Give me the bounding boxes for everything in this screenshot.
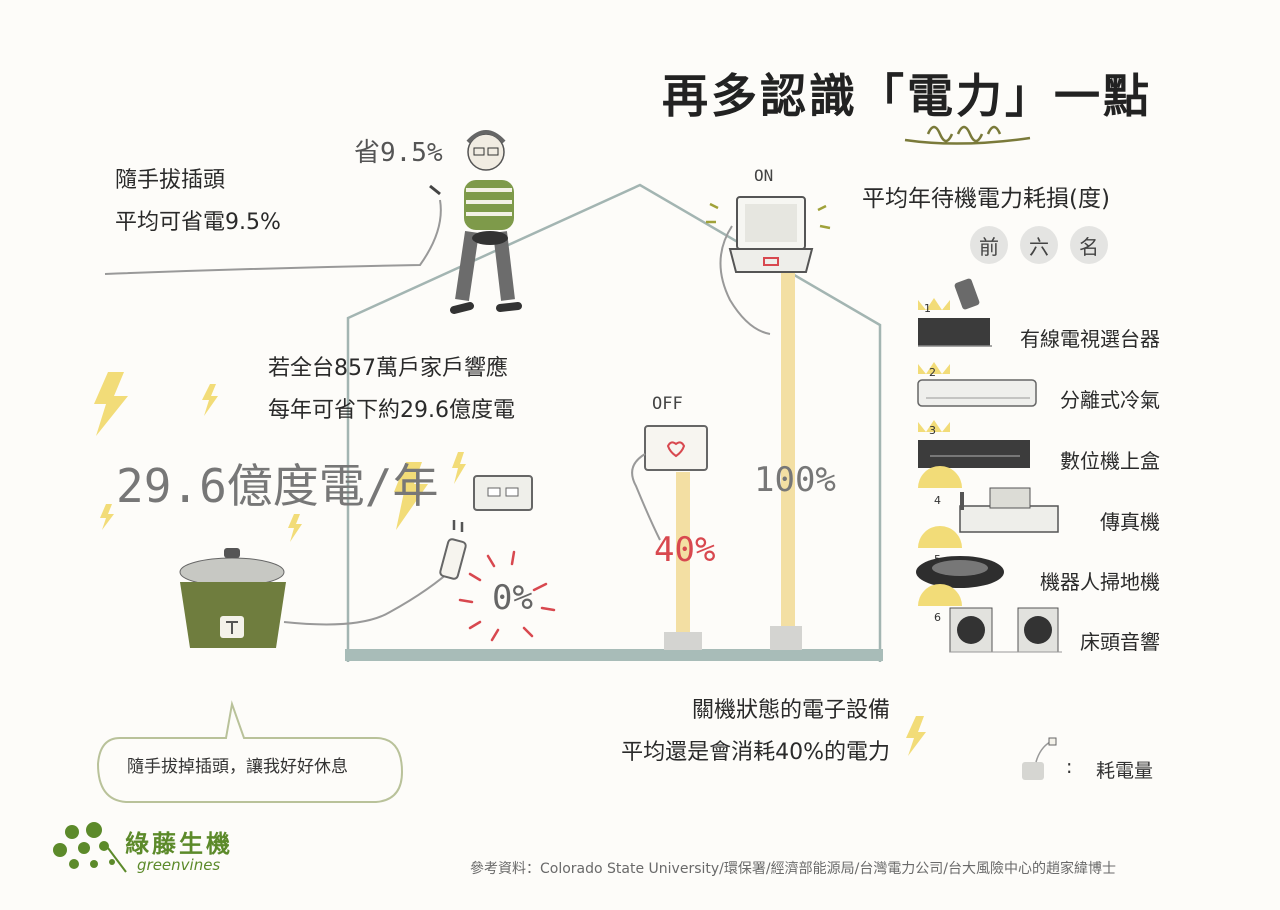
standby-heading: 平均年待機電力耗損(度) <box>862 186 1110 212</box>
on-label: ON <box>754 166 774 185</box>
person-illustration <box>429 130 522 314</box>
rank-2-number: 2 <box>929 366 936 379</box>
bar-off <box>676 472 690 634</box>
forty-percent: 40% <box>654 530 716 570</box>
laptop-illustration <box>706 196 831 273</box>
legend-colon: : <box>1066 756 1073 778</box>
title-squiggle <box>904 125 1031 145</box>
offstate-line-1: 關機狀態的電子設備 <box>691 698 890 723</box>
rank-1-label: 有線電視選台器 <box>1020 327 1160 351</box>
legend-label: 耗電量 <box>1096 760 1154 782</box>
zero-burst <box>458 550 556 642</box>
household-line-2: 每年可省下約29.6億度電 <box>268 398 515 423</box>
source-citation: 參考資料：Colorado State University/環保署/經濟部能源… <box>470 861 1117 877</box>
offstate-line-2: 平均還是會消耗40%的電力 <box>621 740 890 765</box>
rank-2-icon <box>917 362 1037 407</box>
speech-bubble <box>96 700 404 803</box>
rank-5-label: 機器人掃地機 <box>1040 570 1160 594</box>
house-floor <box>345 649 883 661</box>
page-title: 再多認識「電力」一點 <box>662 69 1152 123</box>
zero-percent: 0% <box>492 578 533 618</box>
hundred-percent: 100% <box>754 460 836 500</box>
top-six-badges: 前 六 名 <box>970 226 1108 264</box>
plug-illustration <box>439 520 467 580</box>
plug-cord-left <box>104 199 442 275</box>
rank-2-label: 分離式冷氣 <box>1060 388 1160 412</box>
wall-socket <box>473 475 533 511</box>
bar-on <box>781 272 795 630</box>
rank-4-icon <box>918 466 1059 533</box>
bar-on-base <box>770 626 802 650</box>
rank-4-number: 4 <box>934 494 941 507</box>
lightning-bolts <box>94 372 926 756</box>
rank-3-number: 3 <box>929 424 936 437</box>
top-badge-3: 名 <box>1070 226 1108 264</box>
unplug-line-1: 隨手拔插頭 <box>115 168 226 193</box>
rank-3-label: 數位機上盒 <box>1060 449 1160 473</box>
unplug-line-2: 平均可省電9.5% <box>115 210 281 235</box>
annual-saving-handwritten: 29.6億度電/年 <box>116 459 439 513</box>
off-label: OFF <box>652 394 683 414</box>
off-device <box>644 425 708 471</box>
speech-bubble-text: 隨手拔掉插頭，讓我好好休息 <box>127 757 348 777</box>
top-badge-2: 六 <box>1020 226 1058 264</box>
save-percent-handwritten: 省9.5% <box>354 138 443 168</box>
brand-name-cn: 綠藤生機 <box>125 830 233 858</box>
brand-logo <box>53 822 127 873</box>
ranking-icons <box>916 278 1062 653</box>
rank-3-icon <box>918 420 1030 468</box>
rank-5-icon <box>916 526 1004 588</box>
laptop-cord <box>719 225 771 335</box>
rank-1-number: 1 <box>924 302 931 315</box>
top-badge-1: 前 <box>970 226 1008 264</box>
rank-6-label: 床頭音響 <box>1080 630 1160 654</box>
rank-1-icon <box>918 278 992 347</box>
rank-6-number: 6 <box>934 611 941 624</box>
rank-6-icon <box>918 584 1062 653</box>
rice-cooker-cord <box>283 565 457 626</box>
brand-name-en: greenvines <box>137 856 221 874</box>
rank-5-number: 5 <box>934 553 941 566</box>
rice-cooker-illustration <box>179 548 286 648</box>
rank-4-label: 傳真機 <box>1100 510 1160 534</box>
legend-block-icon <box>1022 737 1057 780</box>
house-outline <box>346 183 882 662</box>
off-device-cord <box>631 453 661 541</box>
household-line-1: 若全台857萬戶家戶響應 <box>268 356 508 381</box>
bar-off-base <box>664 632 702 650</box>
